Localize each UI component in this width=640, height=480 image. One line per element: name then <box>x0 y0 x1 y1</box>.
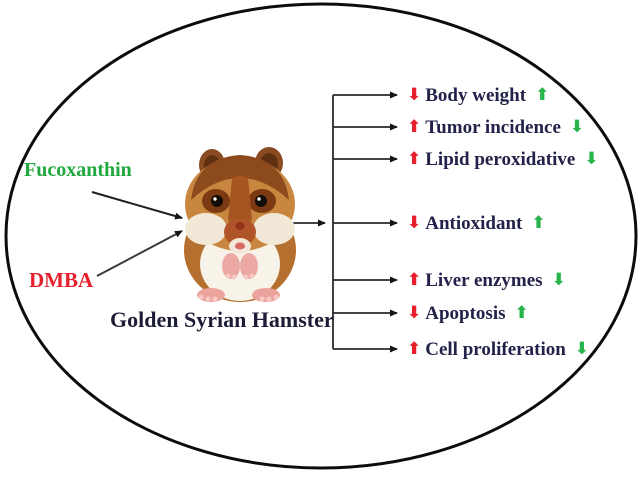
outcome-label: Liver enzymes <box>425 269 543 291</box>
hamster-image <box>184 147 296 302</box>
outcome-label: Apoptosis <box>425 302 506 324</box>
dmba-up-arrow-icon: ⬆ <box>407 269 422 290</box>
outcome-label: Tumor incidence <box>425 116 561 138</box>
outcome-row-antioxidant: ⬇ Antioxidant ⬆ <box>407 209 546 237</box>
dmba-label: DMBA <box>29 268 94 292</box>
ellipse-border <box>4 2 638 470</box>
dmba-arrow <box>96 230 183 277</box>
fucoxanthin-up-arrow-icon: ⬆ <box>535 84 550 105</box>
outcome-row-apoptosis: ⬇ Apoptosis ⬆ <box>407 299 529 327</box>
hamster-caption: Golden Syrian Hamster <box>110 307 334 332</box>
outcome-row-body-weight: ⬇ Body weight ⬆ <box>407 81 549 109</box>
outcome-label: Cell proliferation <box>425 338 566 360</box>
dmba-up-arrow-icon: ⬆ <box>407 338 422 359</box>
fucoxanthin-down-arrow-icon: ⬇ <box>569 116 585 137</box>
outcome-row-lipid-peroxidative: ⬆ Lipid peroxidative ⬇ <box>407 145 599 173</box>
fucoxanthin-down-arrow-icon: ⬇ <box>574 338 590 359</box>
fucoxanthin-down-arrow-icon: ⬇ <box>584 148 599 169</box>
outcome-label: Antioxidant <box>425 212 523 234</box>
dmba-down-arrow-icon: ⬇ <box>407 212 422 233</box>
dmba-up-arrow-icon: ⬆ <box>407 148 422 169</box>
dmba-down-arrow-icon: ⬇ <box>407 302 422 323</box>
outcome-row-liver-enzymes: ⬆ Liver enzymes ⬇ <box>407 266 566 294</box>
fucoxanthin-arrow <box>91 191 183 220</box>
fucoxanthin-label: Fucoxanthin <box>24 159 132 181</box>
fucoxanthin-up-arrow-icon: ⬆ <box>531 212 546 233</box>
outcome-row-tumor-incidence: ⬆ Tumor incidence ⬇ <box>407 113 584 141</box>
outcome-row-cell-proliferation: ⬆ Cell proliferation ⬇ <box>407 335 589 363</box>
fucoxanthin-up-arrow-icon: ⬆ <box>514 302 529 323</box>
fucoxanthin-down-arrow-icon: ⬇ <box>551 269 566 290</box>
outcome-label: Body weight <box>425 84 527 106</box>
dmba-up-arrow-icon: ⬆ <box>407 116 422 137</box>
dmba-down-arrow-icon: ⬇ <box>407 84 422 105</box>
outcome-label: Lipid peroxidative <box>425 148 576 170</box>
